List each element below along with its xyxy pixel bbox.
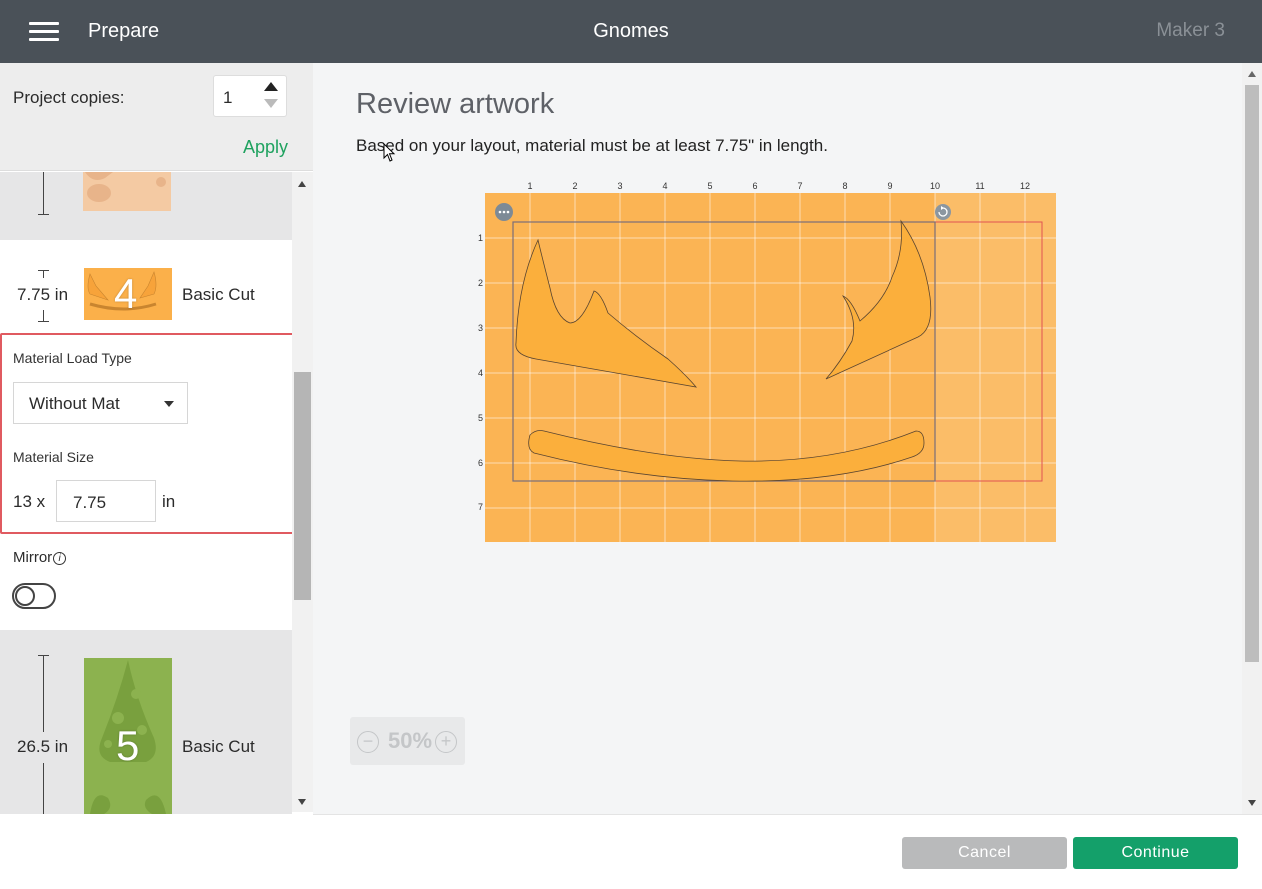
dimension-cap: [38, 321, 49, 322]
dimension-line: [43, 270, 44, 278]
ruler-x-label: 3: [617, 181, 622, 191]
mirror-toggle[interactable]: [12, 583, 56, 609]
scroll-up-arrow-icon[interactable]: [1248, 71, 1256, 77]
apply-button[interactable]: Apply: [242, 137, 288, 157]
ruler-y-label: 6: [478, 458, 483, 468]
zoom-in-icon[interactable]: +: [435, 731, 457, 753]
mat-item-4[interactable]: 7.75 in 4 Basic Cut: [0, 240, 292, 330]
ruler-x-label: 7: [797, 181, 802, 191]
dimension-line: [43, 310, 44, 321]
ruler-x-label: 1: [527, 181, 532, 191]
mat-thumbnail[interactable]: 4: [84, 268, 172, 320]
mat-item-5[interactable]: 26.5 in 5 Basic Cut: [0, 630, 292, 814]
mouse-cursor-icon: [383, 143, 396, 162]
material-size-label: Material Size: [13, 449, 94, 465]
ruler-y-label: 7: [478, 502, 483, 512]
ruler-x-label: 4: [662, 181, 667, 191]
zoom-out-icon[interactable]: −: [357, 731, 379, 753]
scrollbar-thumb[interactable]: [294, 372, 311, 600]
ruler-y-label: 5: [478, 413, 483, 423]
zoom-control: − 50% +: [350, 717, 465, 765]
project-copies-box: Project copies: 1 Apply: [0, 63, 313, 171]
cancel-button[interactable]: Cancel: [902, 837, 1067, 869]
decrement-arrow-icon[interactable]: [264, 99, 278, 108]
ruler-x-label: 9: [887, 181, 892, 191]
mat-thumbnail-artwork: [90, 660, 166, 814]
project-copies-label: Project copies:: [13, 88, 125, 107]
material-size-unit: in: [162, 492, 176, 511]
scroll-up-arrow-icon[interactable]: [298, 181, 306, 187]
material-length-message: Based on your layout, material must be a…: [356, 136, 828, 155]
dimension-line: [43, 655, 44, 732]
dimension-cap: [38, 214, 49, 215]
material-length-value[interactable]: 7.75: [73, 493, 107, 512]
ruler-y-label: 2: [478, 278, 483, 288]
material-width: 13 x: [13, 492, 46, 511]
mat-length: 7.75 in: [17, 285, 69, 304]
page-section-title: Prepare: [88, 20, 160, 42]
dimension-line: [43, 172, 44, 214]
info-icon[interactable]: i: [53, 552, 67, 565]
ruler-x-label: 6: [752, 181, 757, 191]
scrollbar-thumb[interactable]: [1245, 85, 1259, 662]
hamburger-menu-icon[interactable]: [29, 22, 59, 42]
artwork-left-horn[interactable]: [515, 238, 698, 388]
chevron-down-icon[interactable]: [164, 401, 174, 407]
top-bar: Prepare Gnomes Maker 3: [0, 0, 1262, 63]
mat-thumbnail-artwork: [87, 271, 157, 311]
ruler-y-label: 3: [478, 323, 483, 333]
ruler-x-label: 8: [842, 181, 847, 191]
sidebar-scrollbar[interactable]: [292, 172, 313, 812]
ruler-x-label: 5: [707, 181, 712, 191]
excess-material-area: [935, 193, 1056, 542]
ruler-y: 1 2 3 4 5 6 7: [478, 233, 483, 512]
zoom-level: 50%: [388, 728, 433, 753]
material-load-type-value[interactable]: Without Mat: [29, 394, 120, 413]
toggle-knob: [15, 586, 35, 606]
mat-length: 26.5 in: [17, 737, 69, 756]
scroll-down-arrow-icon[interactable]: [1248, 800, 1256, 806]
ruler-x-label: 10: [930, 181, 940, 191]
footer-bar: Cancel Continue: [313, 814, 1262, 889]
material-load-type-label: Material Load Type: [13, 350, 132, 366]
ruler-x-label: 11: [975, 181, 984, 191]
mat-thumbnail-artwork: [85, 172, 166, 202]
review-title: Review artwork: [356, 88, 555, 120]
mat-thumbnail[interactable]: 5: [84, 658, 172, 814]
artwork-smile[interactable]: [528, 430, 925, 482]
cut-type-label: Basic Cut: [182, 285, 255, 304]
artwork-right-horn[interactable]: [825, 219, 932, 380]
dimension-line: [43, 763, 44, 814]
material-load-type-select[interactable]: Without Mat: [13, 382, 188, 424]
project-title: Gnomes: [593, 20, 669, 42]
main-scrollbar[interactable]: [1242, 63, 1262, 814]
mat-thumbnail[interactable]: [83, 172, 171, 211]
rotate-icon[interactable]: [935, 204, 951, 220]
ruler-y-label: 1: [478, 233, 483, 243]
ruler-x-label: 2: [572, 181, 577, 191]
mat-preview[interactable]: 1 2 3 4 5 6 7 8 9 10 11 12 13 1 2 3 4 5 …: [456, 173, 1056, 553]
mat-background: [485, 193, 1056, 542]
review-artwork-area: Review artwork Based on your layout, mat…: [313, 63, 1262, 814]
increment-arrow-icon[interactable]: [264, 82, 278, 91]
mirror-label-text: Mirror: [13, 549, 53, 566]
continue-button[interactable]: Continue: [1073, 837, 1238, 869]
ruler-y-label: 4: [478, 368, 483, 378]
scroll-down-arrow-icon[interactable]: [298, 799, 306, 805]
machine-name[interactable]: Maker 3: [1156, 20, 1225, 41]
ruler-x-label: 12: [1020, 181, 1030, 191]
project-copies-input[interactable]: 1: [213, 75, 287, 117]
mat-item[interactable]: [0, 172, 292, 240]
ruler-x: 1 2 3 4 5 6 7 8 9 10 11 12 13: [527, 181, 1030, 191]
cut-type-label: Basic Cut: [182, 737, 255, 756]
mat-number: 4: [114, 270, 138, 317]
material-length-input[interactable]: 7.75: [56, 480, 156, 522]
project-copies-value[interactable]: 1: [223, 88, 233, 107]
mat-number: 5: [116, 722, 140, 769]
